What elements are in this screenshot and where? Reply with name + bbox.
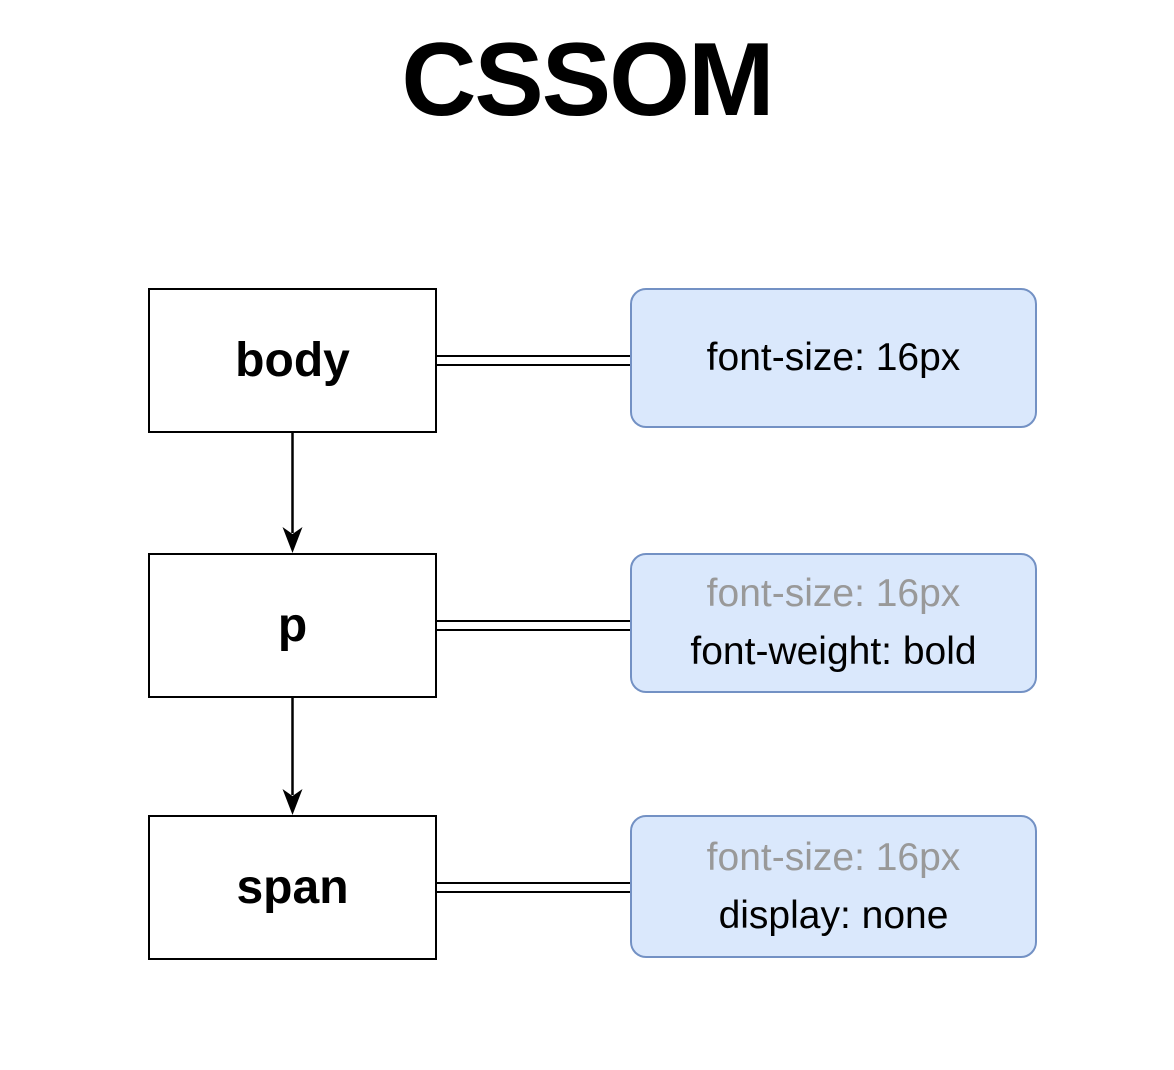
style-rule-font-size: font-size: 16px: [706, 336, 961, 379]
style-rule-font-weight: font-weight: bold: [690, 630, 977, 673]
node-box-body: body: [148, 288, 437, 433]
equals-connector-span: [437, 882, 630, 893]
style-rule-inherited-font-size: font-size: 16px: [706, 835, 961, 879]
node-label-span: span: [236, 861, 349, 914]
equals-connector-body: [437, 355, 630, 366]
style-box-span: font-size: 16px display: none: [630, 815, 1037, 958]
diagram-title: CSSOM: [401, 22, 774, 138]
arrow-down-icon: [282, 433, 303, 553]
node-box-span: span: [148, 815, 437, 960]
equals-connector-p: [437, 620, 630, 631]
arrow-down-icon: [282, 698, 303, 815]
style-box-body: font-size: 16px: [630, 288, 1037, 428]
style-box-p: font-size: 16px font-weight: bold: [630, 553, 1037, 693]
style-rule-display: display: none: [718, 893, 949, 937]
node-label-p: p: [277, 599, 308, 652]
style-rule-inherited-font-size: font-size: 16px: [706, 572, 961, 615]
node-box-p: p: [148, 553, 437, 698]
node-label-body: body: [235, 334, 350, 387]
